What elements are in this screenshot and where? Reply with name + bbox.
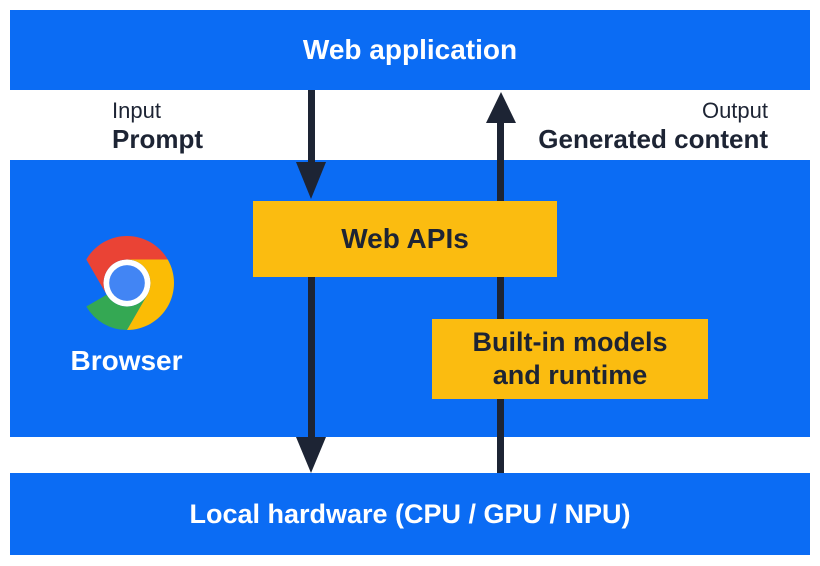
prompt-arrowhead-into-hardware [296,437,326,473]
chrome-browser-logo-icon [86,236,174,330]
browser-label: Browser [70,345,183,376]
web-application-bar: Web application [10,10,810,90]
input-label-group: Input Prompt [112,97,203,153]
prompt-arrow-line-upper [308,90,315,164]
builtin-models-label-line1: Built-in models [472,327,668,357]
output-arrowhead-into-web-application [486,92,516,123]
output-arrow-line [497,122,504,473]
builtin-models-box: Built-in models and runtime [432,319,708,399]
builtin-models-label-line2: and runtime [492,360,648,390]
prompt-arrowhead-into-web-apis [296,162,326,199]
input-value: Prompt [112,124,203,154]
input-caption: Input [112,98,161,123]
output-value: Generated content [538,124,768,154]
web-application-label: Web application [302,34,518,65]
prompt-arrow-line-lower [308,277,315,439]
web-apis-box: Web APIs [253,201,557,277]
local-hardware-bar: Local hardware (CPU / GPU / NPU) [10,473,810,555]
local-hardware-label: Local hardware (CPU / GPU / NPU) [189,498,631,529]
output-label-group: Output Generated content [538,97,768,153]
web-apis-label: Web APIs [341,223,469,254]
output-caption: Output [701,98,768,123]
